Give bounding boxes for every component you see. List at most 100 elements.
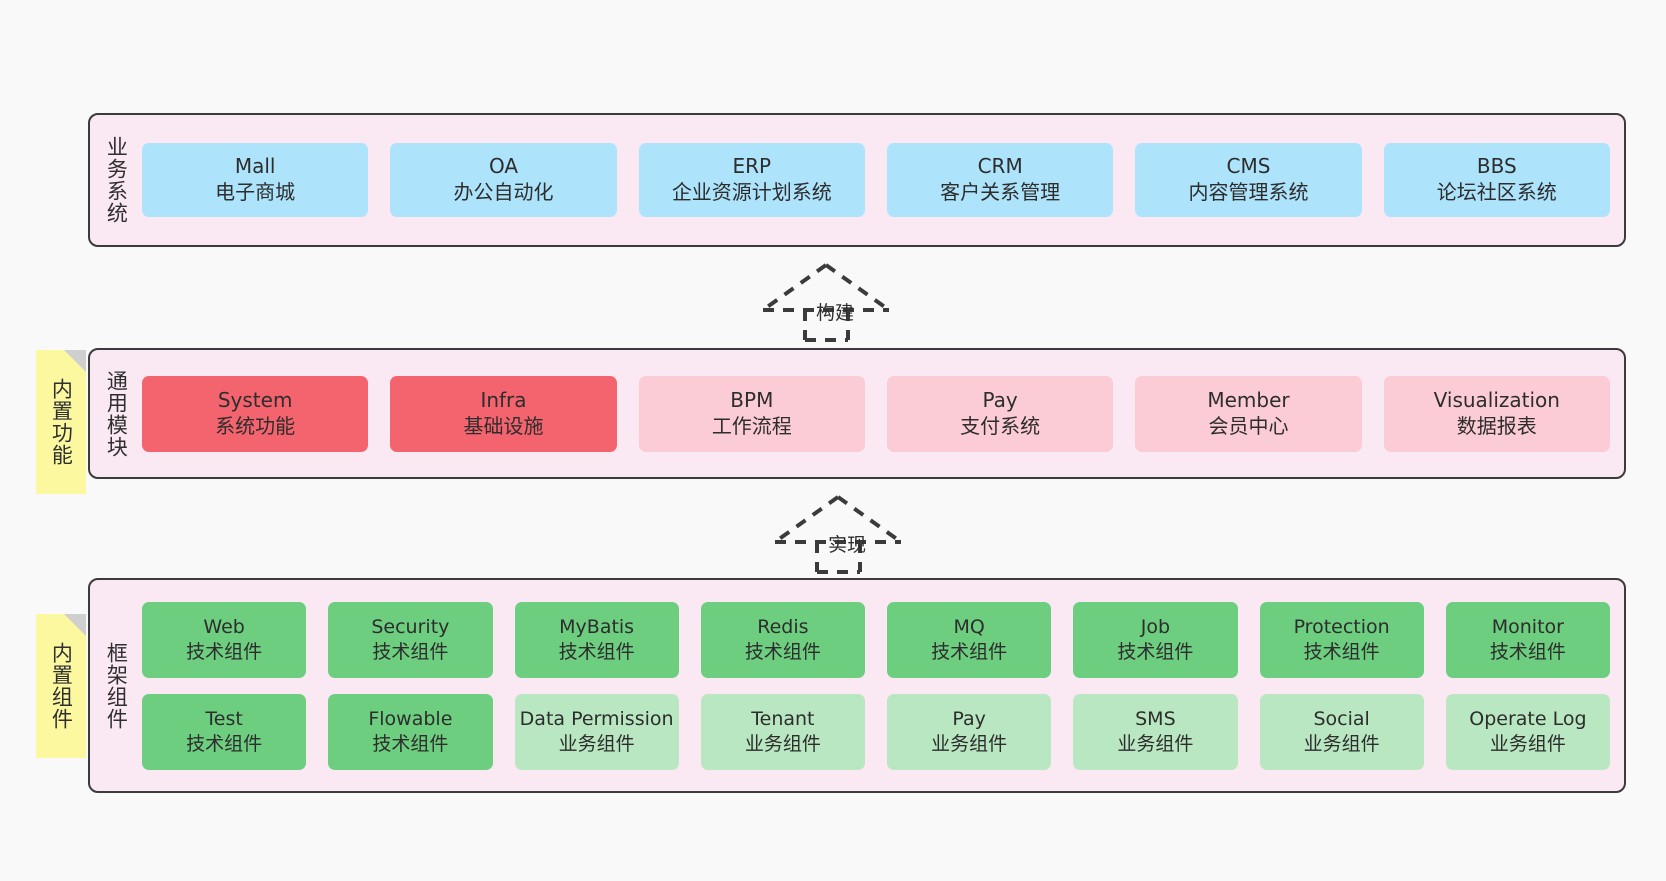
card-job[interactable]: Job 技术组件 xyxy=(1073,601,1238,678)
card-title: BBS xyxy=(1476,154,1517,179)
card-title: Infra xyxy=(480,387,527,412)
card-subtitle: 论坛社区系统 xyxy=(1436,180,1557,204)
card-subtitle: 会员中心 xyxy=(1208,413,1289,438)
card-title: Mall xyxy=(234,154,276,179)
card-subtitle: 业务组件 xyxy=(744,732,821,755)
connector-build: 构建 xyxy=(758,262,908,342)
card-oa[interactable]: OA 办公自动化 xyxy=(390,143,617,217)
card-title: SMS xyxy=(1135,708,1176,731)
card-monitor[interactable]: Monitor 技术组件 xyxy=(1445,601,1610,678)
card-title: Operate Log xyxy=(1469,708,1587,731)
card-mall[interactable]: Mall 电子商城 xyxy=(142,143,369,217)
card-title: Redis xyxy=(757,616,809,639)
card-visualization[interactable]: Visualization 数据报表 xyxy=(1383,375,1610,452)
card-subtitle: 技术组件 xyxy=(931,640,1008,663)
card-tenant[interactable]: Tenant 业务组件 xyxy=(700,693,865,770)
note-builtin-component: 内置组件 xyxy=(36,614,86,758)
card-member[interactable]: Member 会员中心 xyxy=(1135,375,1362,452)
card-mybatis[interactable]: MyBatis 技术组件 xyxy=(514,601,679,678)
card-subtitle: 办公自动化 xyxy=(453,180,554,204)
card-title: Flowable xyxy=(368,708,453,731)
card-title: Pay xyxy=(952,708,986,731)
card-subtitle: 支付系统 xyxy=(960,413,1041,438)
card-subtitle: 业务组件 xyxy=(1489,732,1566,755)
card-pay-component[interactable]: Pay 业务组件 xyxy=(887,693,1052,770)
card-system[interactable]: System 系统功能 xyxy=(142,375,369,452)
card-subtitle: 客户关系管理 xyxy=(940,180,1061,204)
card-sms[interactable]: SMS 业务组件 xyxy=(1073,693,1238,770)
card-title: OA xyxy=(488,154,519,179)
card-row: System 系统功能 Infra 基础设施 BPM 工作流程 Pay 支付系统… xyxy=(142,375,1610,452)
card-erp[interactable]: ERP 企业资源计划系统 xyxy=(638,143,865,217)
card-subtitle: 技术组件 xyxy=(1117,640,1194,663)
card-redis[interactable]: Redis 技术组件 xyxy=(700,601,865,678)
card-subtitle: 技术组件 xyxy=(186,732,263,755)
panel-business-system: 业务系统 Mall 电子商城 OA 办公自动化 ERP 企业资源计划系统 CRM… xyxy=(88,113,1626,247)
note-label: 内置组件 xyxy=(49,642,74,730)
card-infra[interactable]: Infra 基础设施 xyxy=(390,375,617,452)
card-title: Protection xyxy=(1293,616,1390,639)
card-title: Job xyxy=(1140,616,1171,639)
panel-body-business-system: Mall 电子商城 OA 办公自动化 ERP 企业资源计划系统 CRM 客户关系… xyxy=(142,115,1624,245)
card-subtitle: 技术组件 xyxy=(744,640,821,663)
card-title: Pay xyxy=(982,387,1018,412)
card-web[interactable]: Web 技术组件 xyxy=(142,601,307,678)
arrowhead-right-edge xyxy=(836,495,903,544)
note-builtin-feature: 内置功能 xyxy=(36,350,86,494)
card-subtitle: 技术组件 xyxy=(186,640,263,663)
card-cms[interactable]: CMS 内容管理系统 xyxy=(1135,143,1362,217)
card-pay[interactable]: Pay 支付系统 xyxy=(886,375,1114,452)
card-title: CMS xyxy=(1226,154,1271,179)
card-title: CRM xyxy=(977,154,1023,179)
card-subtitle: 工作流程 xyxy=(711,413,792,438)
card-crm[interactable]: CRM 客户关系管理 xyxy=(886,143,1114,217)
card-security[interactable]: Security 技术组件 xyxy=(328,601,493,678)
connector-implement: 实现 xyxy=(770,494,920,574)
card-subtitle: 业务组件 xyxy=(931,732,1008,755)
panel-framework-component: 框架组件 Web 技术组件 Security 技术组件 MyBatis 技术组件… xyxy=(88,578,1626,793)
note-fold-corner xyxy=(64,614,86,636)
card-data-permission[interactable]: Data Permission 业务组件 xyxy=(514,693,679,770)
card-title: Member xyxy=(1207,387,1290,412)
card-operate-log[interactable]: Operate Log 业务组件 xyxy=(1445,693,1610,770)
card-mq[interactable]: MQ 技术组件 xyxy=(887,601,1052,678)
panel-label-common-module: 通用模块 xyxy=(104,369,129,458)
card-row: Web 技术组件 Security 技术组件 MyBatis 技术组件 Redi… xyxy=(142,601,1610,678)
panel-label-business-system: 业务系统 xyxy=(104,136,129,224)
card-title: Security xyxy=(371,616,450,639)
connector-implement-label: 实现 xyxy=(828,534,867,556)
card-subtitle: 企业资源计划系统 xyxy=(671,180,832,204)
card-bpm[interactable]: BPM 工作流程 xyxy=(638,375,865,452)
card-subtitle: 业务组件 xyxy=(558,732,635,755)
card-subtitle: 系统功能 xyxy=(215,413,296,438)
card-protection[interactable]: Protection 技术组件 xyxy=(1259,601,1424,678)
card-subtitle: 技术组件 xyxy=(372,732,449,755)
card-row: Mall 电子商城 OA 办公自动化 ERP 企业资源计划系统 CRM 客户关系… xyxy=(142,143,1610,217)
card-title: System xyxy=(217,387,293,412)
card-test[interactable]: Test 技术组件 xyxy=(142,693,307,770)
card-title: MQ xyxy=(953,616,985,639)
card-title: MyBatis xyxy=(559,616,635,639)
card-social[interactable]: Social 业务组件 xyxy=(1259,693,1424,770)
card-title: ERP xyxy=(732,154,772,179)
note-fold-corner xyxy=(64,350,86,372)
note-label: 内置功能 xyxy=(49,378,74,466)
card-subtitle: 技术组件 xyxy=(372,640,449,663)
panel-body-common-module: System 系统功能 Infra 基础设施 BPM 工作流程 Pay 支付系统… xyxy=(142,350,1624,477)
card-subtitle: 数据报表 xyxy=(1456,413,1537,438)
connector-build-label: 构建 xyxy=(816,302,855,324)
card-subtitle: 技术组件 xyxy=(1489,640,1566,663)
card-row: Test 技术组件 Flowable 技术组件 Data Permission … xyxy=(142,693,1610,770)
card-title: Test xyxy=(205,708,243,731)
card-subtitle: 基础设施 xyxy=(463,413,544,438)
card-title: Web xyxy=(203,616,245,639)
card-subtitle: 业务组件 xyxy=(1117,732,1194,755)
card-subtitle: 技术组件 xyxy=(1303,640,1380,663)
card-flowable[interactable]: Flowable 技术组件 xyxy=(328,693,493,770)
card-title: Monitor xyxy=(1491,616,1564,639)
arrowhead-right-edge xyxy=(824,263,891,312)
card-bbs[interactable]: BBS 论坛社区系统 xyxy=(1383,143,1610,217)
card-title: Tenant xyxy=(751,708,815,731)
arrowhead-left-edge xyxy=(773,495,840,544)
